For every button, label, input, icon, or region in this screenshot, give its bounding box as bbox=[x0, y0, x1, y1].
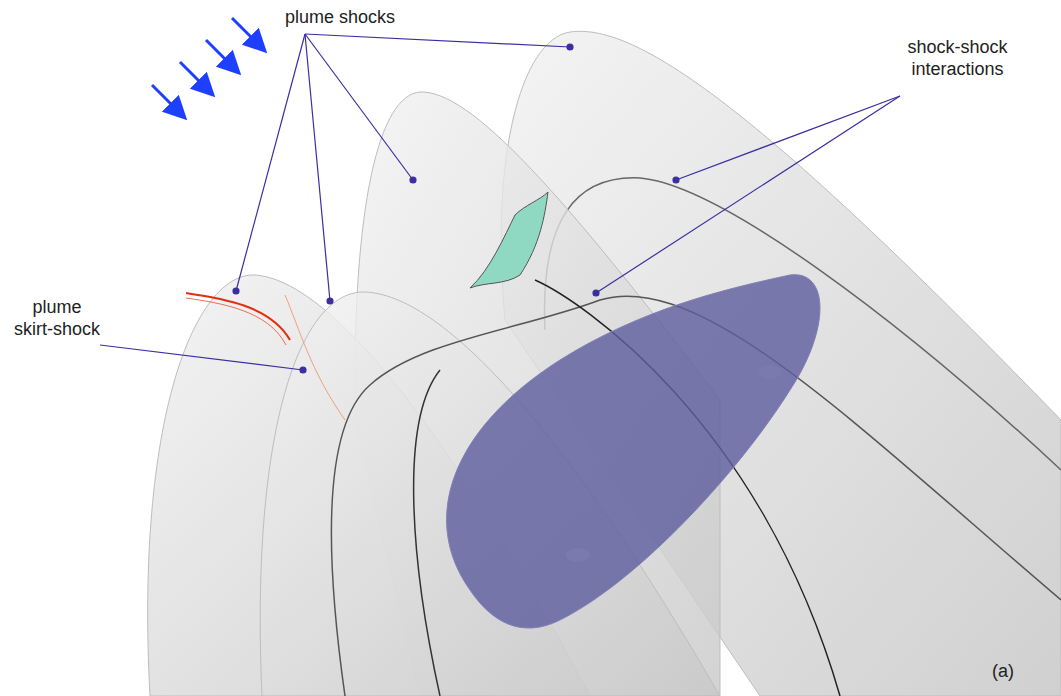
panel-label: (a) bbox=[978, 660, 1028, 682]
leader-dot bbox=[673, 177, 679, 183]
flow-arrow bbox=[152, 85, 183, 116]
leader-line bbox=[305, 34, 570, 47]
nozzle bbox=[758, 365, 782, 379]
leader-line bbox=[305, 34, 413, 180]
callout-label: plume skirt-shock bbox=[12, 296, 102, 340]
leader-line bbox=[596, 96, 900, 293]
leader-dot bbox=[327, 298, 333, 304]
heat-shield bbox=[447, 275, 820, 628]
leader-dot bbox=[410, 177, 416, 183]
interaction-line bbox=[414, 370, 440, 696]
leader-dot bbox=[300, 367, 306, 373]
leader-dot bbox=[233, 288, 239, 294]
flow-arrow bbox=[206, 40, 237, 71]
leader-line bbox=[676, 96, 900, 180]
flow-arrow bbox=[232, 18, 263, 49]
callout-label: plume shocks bbox=[255, 6, 425, 28]
interaction-patch bbox=[470, 192, 548, 288]
skirt-shock bbox=[186, 298, 286, 345]
skirt-shock bbox=[285, 295, 345, 420]
flow-arrow bbox=[180, 62, 211, 93]
leader-line bbox=[305, 34, 330, 301]
leader-dot bbox=[593, 290, 599, 296]
leader-line bbox=[100, 345, 303, 370]
nozzle bbox=[566, 548, 590, 562]
callout-label: shock-shock interactions bbox=[895, 36, 1020, 80]
leader-line bbox=[236, 34, 305, 291]
leader-dot bbox=[567, 44, 573, 50]
